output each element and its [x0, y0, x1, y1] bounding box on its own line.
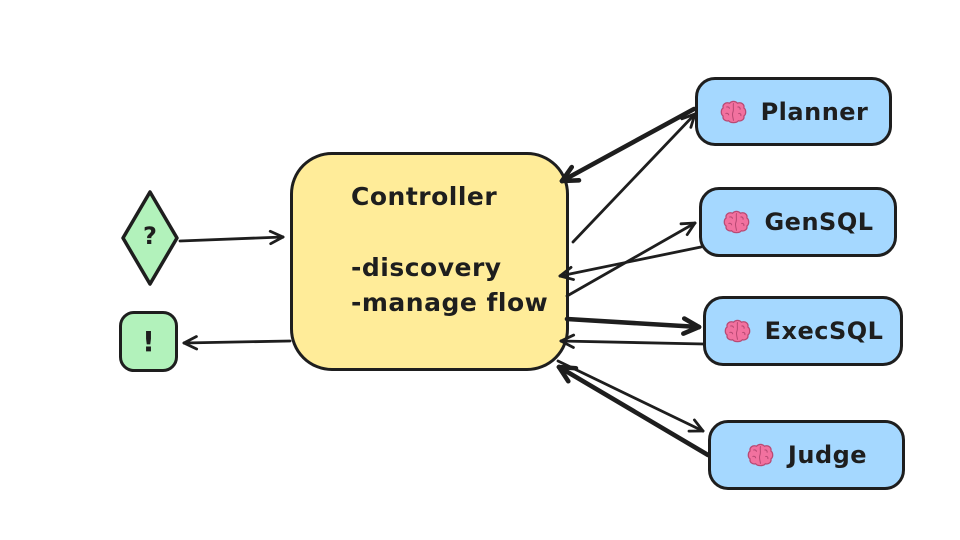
gensql-node: GenSQL — [699, 187, 897, 257]
brain-icon — [720, 100, 746, 123]
gensql-label: GenSQL — [764, 208, 874, 236]
arrow-planner-to-controller — [559, 106, 697, 184]
controller-text: Controller -discovery -manage flow — [293, 155, 566, 320]
arrow-controller-to-execsql — [564, 316, 702, 336]
arrow-controller-to-judge — [556, 359, 705, 433]
arrow-execsql-to-controller — [559, 333, 706, 349]
judge-label: Judge — [787, 441, 868, 469]
execsql-label: ExecSQL — [764, 317, 884, 345]
brain-icon — [724, 210, 750, 234]
controller-title: Controller — [351, 182, 498, 211]
planner-node: Planner — [695, 77, 892, 146]
arrow-gensql-to-controller — [558, 245, 703, 281]
brain-icon — [724, 319, 750, 343]
arrow-judge-to-controller — [556, 364, 711, 458]
alert-label: ! — [142, 325, 155, 358]
question-label: ? — [143, 222, 157, 250]
controller-line-discovery: -discovery — [351, 253, 502, 282]
arrow-question-to-controller — [178, 229, 285, 246]
controller-line-manage-flow: -manage flow — [351, 288, 549, 317]
arrow-controller-to-planner — [571, 112, 697, 244]
arrow-controller-to-alert — [182, 335, 292, 351]
brain-icon — [747, 443, 774, 467]
execsql-node: ExecSQL — [703, 296, 903, 366]
alert-node: ! — [119, 311, 178, 372]
planner-label: Planner — [760, 97, 869, 126]
controller-node: Controller -discovery -manage flow — [290, 152, 569, 371]
arrow-controller-to-gensql — [565, 221, 697, 298]
judge-node: Judge — [708, 420, 905, 490]
